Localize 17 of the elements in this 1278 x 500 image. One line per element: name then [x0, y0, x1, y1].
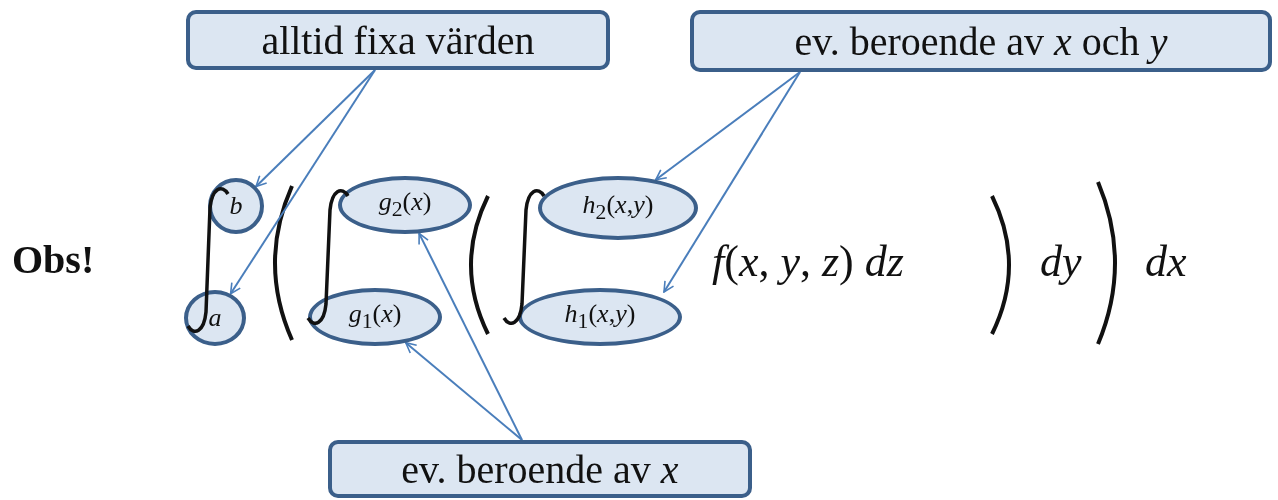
arrow: [418, 232, 523, 441]
callout-box: ev. beroende av x: [328, 440, 752, 498]
limit-ellipse: g$_{1}$(x): [308, 288, 442, 346]
limit-ellipse: h$_{1}$(x,y): [518, 288, 682, 346]
callout-box: alltid fixa värden: [186, 10, 610, 70]
callout-box: ev. beroende av x och y: [690, 10, 1272, 72]
arrow: [255, 69, 376, 188]
math-expression: dy: [1040, 236, 1082, 287]
arrow: [663, 71, 801, 293]
limit-circle: a: [184, 290, 246, 346]
limit-ellipse: h$_{2}$(x,y): [538, 176, 698, 240]
limit-ellipse: g$_{2}$(x): [338, 176, 472, 234]
math-expression: f(x, y, z) dz: [712, 236, 904, 287]
arrow: [229, 69, 376, 295]
note-text: Obs!: [12, 236, 95, 283]
limit-circle: b: [208, 178, 264, 234]
math-expression: dx: [1145, 236, 1187, 287]
